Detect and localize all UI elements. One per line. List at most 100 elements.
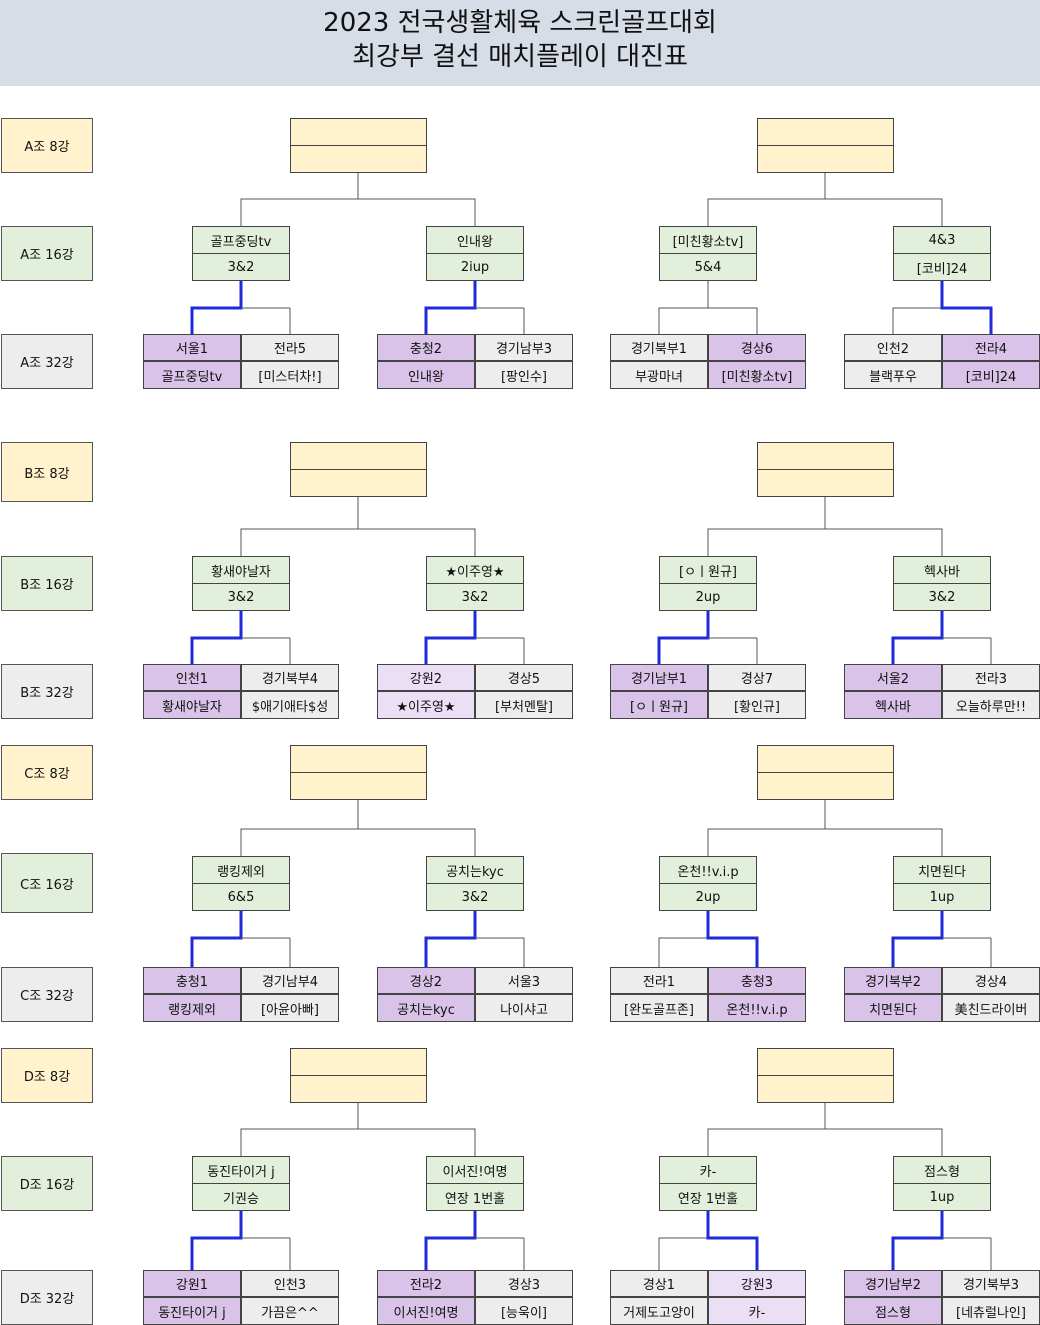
quarterfinal-cell xyxy=(291,469,426,496)
round32-region: 경기남부2 xyxy=(844,1270,942,1297)
round32-region: 경상2 xyxy=(377,967,475,994)
round32-region: 강원1 xyxy=(143,1270,241,1297)
round32-team: 부광마녀 xyxy=(610,361,708,389)
round16-winner: ★이주영★ xyxy=(445,564,505,580)
round32-region: 경상4 xyxy=(942,967,1040,994)
round16-score: 3&2 xyxy=(193,253,289,280)
round32-team: 랭킹제외 xyxy=(143,994,241,1022)
round32-region: 경기북부3 xyxy=(942,1270,1040,1297)
winner-path-line xyxy=(424,1211,477,1270)
round32-team: 헥사바 xyxy=(844,691,942,719)
round32-team: 카- xyxy=(708,1297,806,1325)
connector-line xyxy=(658,937,708,967)
round32-team: $애기애타$성 xyxy=(241,691,339,719)
winner-path-line xyxy=(706,911,759,967)
round16-score: 1up xyxy=(894,1183,990,1210)
round-label-8: A조 8강 xyxy=(1,118,93,173)
round-label-8: C조 8강 xyxy=(1,745,93,800)
round32-region: 경상1 xyxy=(610,1270,708,1297)
quarterfinal-box xyxy=(290,442,427,497)
round32-region: 인천3 xyxy=(241,1270,339,1297)
round32-region: 충청2 xyxy=(377,334,475,361)
round16-winner: 동진타이거 j xyxy=(207,1164,275,1180)
round16-winner: 헥사바 xyxy=(924,564,960,580)
winner-path-line xyxy=(190,281,243,334)
round16-score: [코비]24 xyxy=(894,253,990,280)
winner-path-line xyxy=(940,281,993,334)
round32-team: 온천!!v.i.p xyxy=(708,994,806,1022)
round16-box: ★이주영★3&2 xyxy=(426,556,524,611)
round16-winner: 카- xyxy=(699,1164,717,1180)
round16-score: 5&4 xyxy=(660,253,756,280)
round16-score: 3&2 xyxy=(193,583,289,610)
quarterfinal-box xyxy=(757,1048,894,1103)
connector-line xyxy=(240,828,476,856)
round32-team: 동진타이거 j xyxy=(143,1297,241,1325)
round32-region: 인천1 xyxy=(143,664,241,691)
round16-winner: 골프중딩tv xyxy=(210,234,272,250)
round32-team: 오늘하루만!! xyxy=(942,691,1040,719)
round32-team: 골프중딩tv xyxy=(143,361,241,389)
quarterfinal-cell xyxy=(758,1075,893,1102)
round32-team: 나이샤고 xyxy=(475,994,573,1022)
round32-team: 이서진!여명 xyxy=(377,1297,475,1325)
round16-winner: 인내왕 xyxy=(457,234,493,250)
quarterfinal-cell xyxy=(758,772,893,799)
winner-path-line xyxy=(891,911,944,967)
round32-region: 충청3 xyxy=(708,967,806,994)
winner-path-line xyxy=(706,1211,759,1270)
quarterfinal-box xyxy=(290,1048,427,1103)
quarterfinal-box xyxy=(757,118,894,173)
round16-winner: 랭킹제외 xyxy=(217,864,265,880)
page-title: 2023 전국생활체육 스크린골프대회 최강부 결선 매치플레이 대진표 xyxy=(0,0,1040,86)
winner-path-line xyxy=(707,281,758,334)
round16-score: 3&2 xyxy=(894,583,990,610)
connector-line xyxy=(240,528,476,556)
round-label-16: A조 16강 xyxy=(1,226,93,281)
round16-winner: [ㅇㅣ원규] xyxy=(679,564,737,580)
round16-winner: 황새야날자 xyxy=(211,564,271,580)
round-label-16: D조 16강 xyxy=(1,1156,93,1211)
round16-box: 4&3[코비]24 xyxy=(893,226,991,281)
round32-region: 경기남부1 xyxy=(610,664,708,691)
round16-winner: 이서진!여명 xyxy=(442,1164,508,1180)
round16-score: 연장 1번홀 xyxy=(660,1183,756,1210)
quarterfinal-cell xyxy=(758,145,893,172)
round32-team: 점스형 xyxy=(844,1297,942,1325)
round32-region: 경상5 xyxy=(475,664,573,691)
round16-score: 1up xyxy=(894,883,990,910)
round-label-8: D조 8강 xyxy=(1,1048,93,1103)
round32-team: [아윤아빠] xyxy=(241,994,339,1022)
round32-region: 경상6 xyxy=(708,334,806,361)
round32-region: 서울3 xyxy=(475,967,573,994)
round32-region: 전라4 xyxy=(942,334,1040,361)
round32-region: 경상7 xyxy=(708,664,806,691)
round-label-32: C조 32강 xyxy=(1,967,93,1022)
connector-line xyxy=(658,1237,708,1270)
round32-region: 경기북부4 xyxy=(241,664,339,691)
connector-line xyxy=(240,198,476,226)
round16-box: [ㅇㅣ원규]2up xyxy=(659,556,757,611)
quarterfinal-cell xyxy=(758,469,893,496)
quarterfinal-box xyxy=(757,745,894,800)
round32-team: 치면된다 xyxy=(844,994,942,1022)
round32-team: 美친드라이버 xyxy=(942,994,1040,1022)
round-label-32: D조 32강 xyxy=(1,1270,93,1325)
round32-team: [네츄럴나인] xyxy=(942,1297,1040,1325)
winner-path-line xyxy=(190,611,243,664)
quarterfinal-cell xyxy=(291,746,426,772)
round32-region: 서울2 xyxy=(844,664,942,691)
round32-region: 강원3 xyxy=(708,1270,806,1297)
quarterfinal-cell xyxy=(291,772,426,799)
round32-region: 경기북부1 xyxy=(610,334,708,361)
winner-path-line xyxy=(657,611,710,664)
round32-team: 인내왕 xyxy=(377,361,475,389)
quarterfinal-cell xyxy=(758,119,893,145)
round-label-32: B조 32강 xyxy=(1,664,93,719)
round-label-8: B조 8강 xyxy=(1,442,93,502)
